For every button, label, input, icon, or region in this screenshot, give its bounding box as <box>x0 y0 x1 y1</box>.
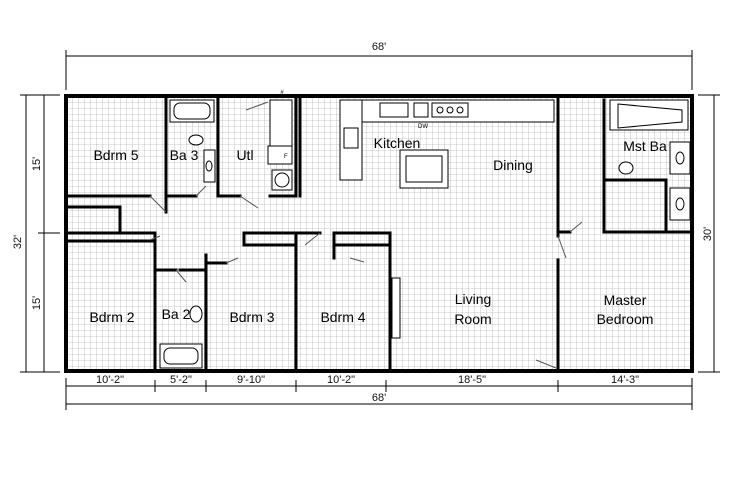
room-label-bdrm5: Bdrm 5 <box>93 147 138 163</box>
dim-segment: 5'-2" <box>170 374 192 386</box>
dim-segment: 9'-10" <box>237 374 265 386</box>
room-label-bedroom: Bedroom <box>597 311 654 327</box>
room-label-room: Room <box>454 311 491 327</box>
room-label-ba3: Ba 3 <box>170 147 199 163</box>
room-label-bdrm2: Bdrm 2 <box>89 309 134 325</box>
freezer-label: F <box>284 154 288 160</box>
dim-left-upper: 15' <box>31 157 43 171</box>
room-label-utl: Utl <box>236 147 253 163</box>
room-label-dining: Dining <box>493 157 533 173</box>
fixtures: F # DW <box>159 90 691 369</box>
dim-segment: 14'-3" <box>611 374 639 386</box>
dimension-lines <box>20 50 720 410</box>
dim-left-lower: 15' <box>31 296 43 310</box>
dim-overall-bottom: 68' <box>372 392 386 404</box>
room-label-mst-ba: Mst Ba <box>623 138 667 154</box>
door-swings <box>149 101 583 369</box>
dim-overall-top: 68' <box>372 41 386 53</box>
dishwasher-label: DW <box>418 124 428 130</box>
dim-segment: 10'-2" <box>96 374 124 386</box>
room-label-bdrm3: Bdrm 3 <box>229 309 274 325</box>
hash-mark: # <box>280 90 284 96</box>
dim-right-total: 30' <box>702 227 714 241</box>
dim-segment: 10'-2" <box>327 374 355 386</box>
dim-left-total: 32' <box>12 235 24 249</box>
room-label-master: Master <box>604 292 647 308</box>
dim-segment: 18'-5" <box>458 374 486 386</box>
room-label-living: Living <box>455 291 492 307</box>
interior-walls <box>64 94 694 373</box>
room-label-kitchen: Kitchen <box>374 135 421 151</box>
room-label-bdrm4: Bdrm 4 <box>320 309 365 325</box>
room-label-ba2: Ba 2 <box>162 306 191 322</box>
